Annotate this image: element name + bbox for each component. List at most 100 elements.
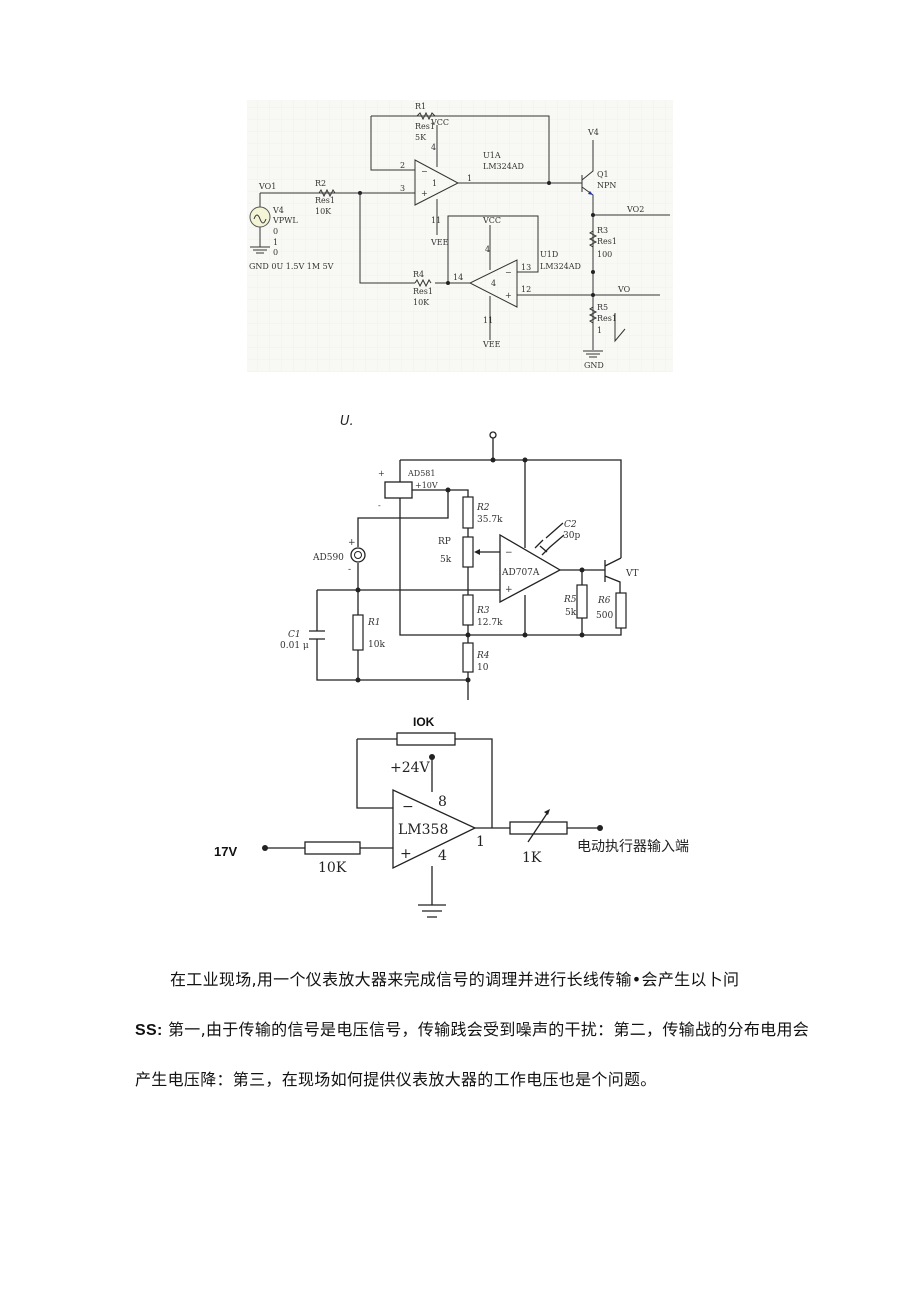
- paragraph-line-2: SS: 第一,由于传输的信号是电压信号，传输践会受到噪声的干扰：第二，传输战的分…: [135, 1016, 809, 1040]
- circuit-label: R3: [476, 606, 490, 616]
- resistor-r1: [352, 614, 364, 651]
- circuit-label: 0: [273, 248, 278, 257]
- circuit-label: R1: [367, 618, 381, 628]
- circuit-label: 10K: [318, 860, 347, 876]
- circuit-label: VEE: [430, 238, 449, 247]
- circuit-label: 1K: [522, 850, 542, 866]
- circuit-label: 1: [597, 326, 602, 335]
- circuit-label: 电动执行器输入端: [577, 839, 689, 855]
- circuit-label: −: [402, 799, 414, 815]
- circuit-label: R4: [413, 270, 424, 279]
- paragraph-line-2-text: 第一,由于传输的信号是电压信号，传输践会受到噪声的干扰：第二，传输战的分布电用会: [162, 1020, 810, 1039]
- circuit-label: 17V: [214, 844, 237, 859]
- resistor-r3: [588, 230, 598, 248]
- circuit-label: 11: [431, 216, 441, 225]
- circuit-label: 12.7k: [477, 618, 503, 628]
- circuit-label: +: [421, 189, 428, 198]
- circuit-label: VEE: [482, 340, 501, 349]
- circuit-diagram-lm358: IOK +24V − + LM358 8 4 1 10K 1K 电动执行器输入端…: [214, 715, 689, 918]
- resistor-r6: [615, 592, 627, 629]
- circuit-wire: [446, 281, 450, 285]
- circuit-wire: [490, 457, 496, 463]
- circuit-wire: [445, 487, 451, 493]
- circuit-wire: [316, 438, 622, 700]
- circuit-wire: [474, 549, 480, 555]
- resistor-r1: [416, 111, 436, 121]
- circuit-label: C2: [564, 520, 577, 530]
- circuit-label: VCC: [430, 118, 449, 127]
- opamp-ad707a: [499, 533, 562, 604]
- circuit-label: R2: [476, 503, 490, 513]
- circuit-label: R4: [476, 651, 490, 661]
- circuit-wire: [579, 632, 585, 638]
- circuit-wire: [247, 100, 673, 372]
- circuit-label: −: [421, 167, 428, 176]
- circuit-label: 1: [467, 174, 472, 183]
- circuit-label: 1: [432, 179, 437, 188]
- circuit-wire: [465, 677, 471, 683]
- ground-symbol: [250, 246, 270, 254]
- circuit-wire: [522, 632, 528, 638]
- circuit-label: +24V: [390, 760, 431, 776]
- circuit-label: LM324AD: [540, 262, 581, 271]
- circuit-label: Res1: [415, 122, 435, 131]
- circuit-label: 10K: [315, 207, 332, 216]
- circuit-label: VO: [617, 285, 631, 294]
- circuit-wire: [588, 191, 593, 195]
- circuit-wire: [547, 181, 551, 185]
- circuit-label: AD581: [407, 469, 435, 478]
- circuit-label: 13: [521, 263, 531, 272]
- circuit-wire: [527, 811, 549, 843]
- circuit-label: 5k: [565, 608, 577, 618]
- circuit-wire: [355, 457, 585, 683]
- circuit-label: R3: [597, 226, 608, 235]
- opamp-lm358: [392, 788, 477, 870]
- circuit-label: 4: [438, 848, 447, 864]
- circuit-label: Q1: [597, 170, 609, 179]
- circuit-label: +: [378, 469, 385, 478]
- circuit-label: IOK: [413, 715, 435, 729]
- circuit-label: Res1: [597, 314, 617, 323]
- circuit-label: 10K: [413, 298, 430, 307]
- circuit-label: 11: [483, 316, 493, 325]
- circuit-label: 8: [438, 794, 447, 810]
- resistor-r5: [588, 306, 598, 324]
- circuit-wire: [429, 754, 435, 760]
- circuit-wire: [597, 825, 603, 831]
- circuit-label: +: [505, 585, 513, 595]
- circuit-label: R5: [597, 303, 608, 312]
- circuit-label: 4: [491, 279, 496, 288]
- circuit-label: NPN: [597, 181, 616, 190]
- circuit-wire: [265, 738, 600, 905]
- circuit-wire: [262, 845, 268, 851]
- circuit-label: V4: [272, 206, 284, 215]
- capacitor-c2: [534, 522, 565, 556]
- circuit-label: 3: [400, 184, 405, 193]
- circuit-label: C1: [288, 630, 301, 640]
- circuit-label: 4: [485, 245, 490, 254]
- circuit-label: VCC: [482, 216, 501, 225]
- circuit-label: 0: [273, 227, 278, 236]
- circuit-label: Res1: [315, 196, 335, 205]
- circuit-label: R2: [315, 179, 326, 188]
- opamp-u1d: [468, 259, 518, 308]
- paragraph-line-1: 在工业现场,用一个仪表放大器来完成信号的调理并进行长线传输•会产生以卜问: [170, 970, 740, 989]
- circuit-label: -: [348, 565, 351, 575]
- circuit-label: GND 0U 1.5V 1M 5V: [249, 262, 334, 271]
- circuit-label: −: [505, 548, 513, 558]
- circuit-label: -: [378, 501, 381, 510]
- circuit-label: U1A: [483, 151, 501, 160]
- circuit-wire: [522, 457, 528, 463]
- resistor-r5: [576, 584, 588, 619]
- circuit-wire: [359, 193, 539, 340]
- circuit-label: R5: [563, 595, 577, 605]
- circuit-wire: [614, 313, 626, 343]
- circuit-label: 10: [477, 663, 489, 673]
- circuit-label: 10k: [368, 640, 385, 650]
- circuit-diagram-lm324: R1 Res1 5K VCC VEE 4 11 2 3 −+ 1 1 U1A L…: [247, 100, 673, 372]
- circuit-diagram-ad707a: U. AD581 +10V + - + AD590 - − + AD707A R…: [280, 414, 639, 700]
- circuit-wire: [253, 214, 267, 224]
- reference-ad581: [384, 481, 413, 499]
- sensor-ad590: [350, 547, 366, 563]
